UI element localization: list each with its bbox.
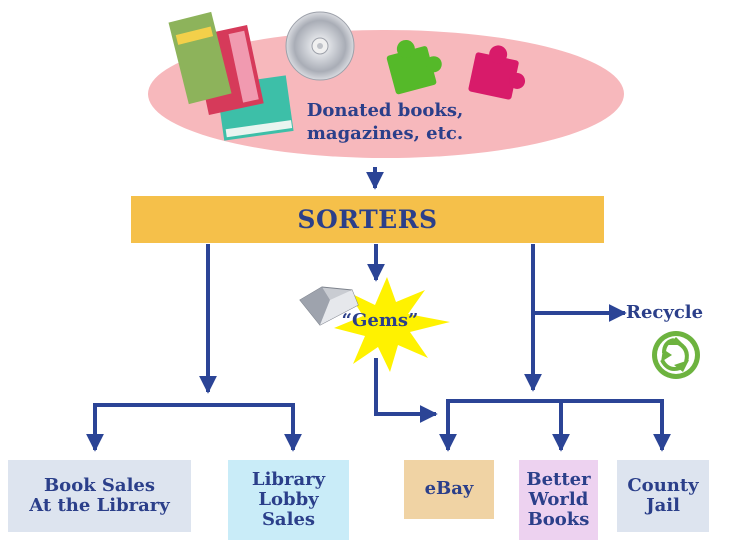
source-label-line1: Donated books, — [306, 100, 464, 121]
dest-county-jail-line1: County — [627, 474, 699, 496]
source-label: Donated books, magazines, etc. — [280, 100, 490, 145]
sorters-label: SORTERS — [297, 204, 438, 234]
dest-ebay-label: eBay — [424, 478, 474, 500]
green-puzzle-icon — [386, 39, 442, 95]
dest-lobby-sales-line3: Sales — [261, 509, 316, 531]
dest-ebay: eBay — [404, 460, 494, 519]
dest-library-lobby-sales: Library Lobby Sales — [228, 460, 349, 540]
recycle-icon — [652, 331, 700, 379]
dest-book-sales-at-library: Book Sales At the Library — [8, 460, 191, 532]
dest-county-jail-line2: Jail — [646, 495, 680, 516]
pink-puzzle-icon — [468, 45, 526, 100]
dest-better-world-books: Better World Books — [519, 460, 598, 540]
dest-better-world-line3: Books — [527, 509, 590, 531]
cd-icon — [285, 11, 355, 81]
dest-library-sales-line2: At the Library — [29, 495, 170, 516]
diamond-icon — [299, 286, 359, 326]
dest-county-jail: County Jail — [617, 460, 709, 532]
sorters-bar: SORTERS — [131, 196, 604, 243]
recycle-label: Recycle — [626, 302, 704, 323]
dest-better-world-line2: World — [528, 488, 589, 510]
source-label-line2: magazines, etc. — [306, 122, 464, 144]
dest-better-world-line1: Better — [526, 468, 591, 490]
gems-star — [334, 277, 450, 372]
books-icon — [168, 11, 294, 141]
dest-lobby-sales-line1: Library — [251, 468, 326, 490]
dest-library-sales-line1: Book Sales — [43, 474, 156, 496]
arrow-gems-to-ebay — [374, 358, 438, 423]
dest-lobby-sales-line2: Lobby — [258, 488, 319, 510]
gems-label: “Gems” — [341, 310, 419, 331]
